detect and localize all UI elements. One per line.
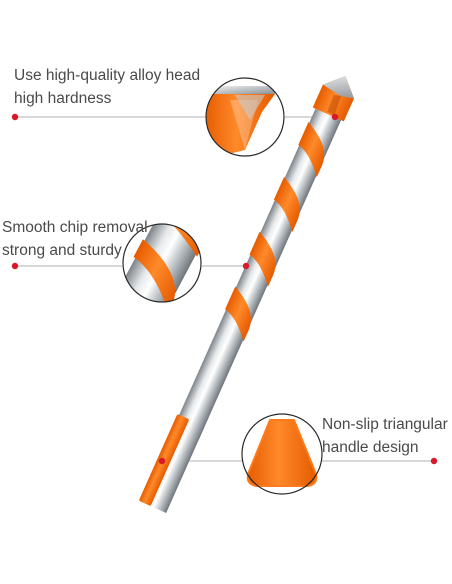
- drill-shank: [173, 108, 342, 440]
- drill-bit: [139, 76, 354, 513]
- callout-triangular-handle-line-2: handle design: [322, 439, 419, 456]
- callout-dot-alloy-head-right: [331, 113, 339, 121]
- callout-text-chip-removal: Smooth chip removal strong and sturdy: [2, 216, 148, 262]
- spiral-flutes: [225, 122, 325, 342]
- callout-dot-chip-removal-right: [242, 262, 250, 270]
- callout-chip-removal-line-1: Smooth chip removal: [2, 219, 148, 236]
- callout-text-triangular-handle: Non-slip triangular handle design: [322, 413, 448, 459]
- zoom-circle-alloy-head: [205, 77, 285, 157]
- callout-chip-removal-line-2: strong and sturdy: [2, 242, 122, 259]
- zoom-circle-triangular-handle: [241, 413, 323, 495]
- triangular-handle-shape: [246, 419, 318, 487]
- callout-dot-triangular-handle-left: [158, 457, 166, 465]
- callout-dot-alloy-head-left: [11, 113, 19, 121]
- callout-triangular-handle-line-1: Non-slip triangular: [322, 416, 448, 433]
- callout-dots: [11, 113, 438, 465]
- callout-alloy-head-line-1: Use high-quality alloy head: [14, 67, 201, 84]
- callout-alloy-head-line-2: high hardness: [14, 90, 112, 107]
- leader-lines: [15, 116, 434, 462]
- drill-alloy-head: [312, 76, 354, 122]
- callout-text-alloy-head: Use high-quality alloy head high hardnes…: [14, 64, 200, 110]
- callout-dot-chip-removal-left: [11, 262, 19, 270]
- callout-dot-triangular-handle-right: [430, 457, 438, 465]
